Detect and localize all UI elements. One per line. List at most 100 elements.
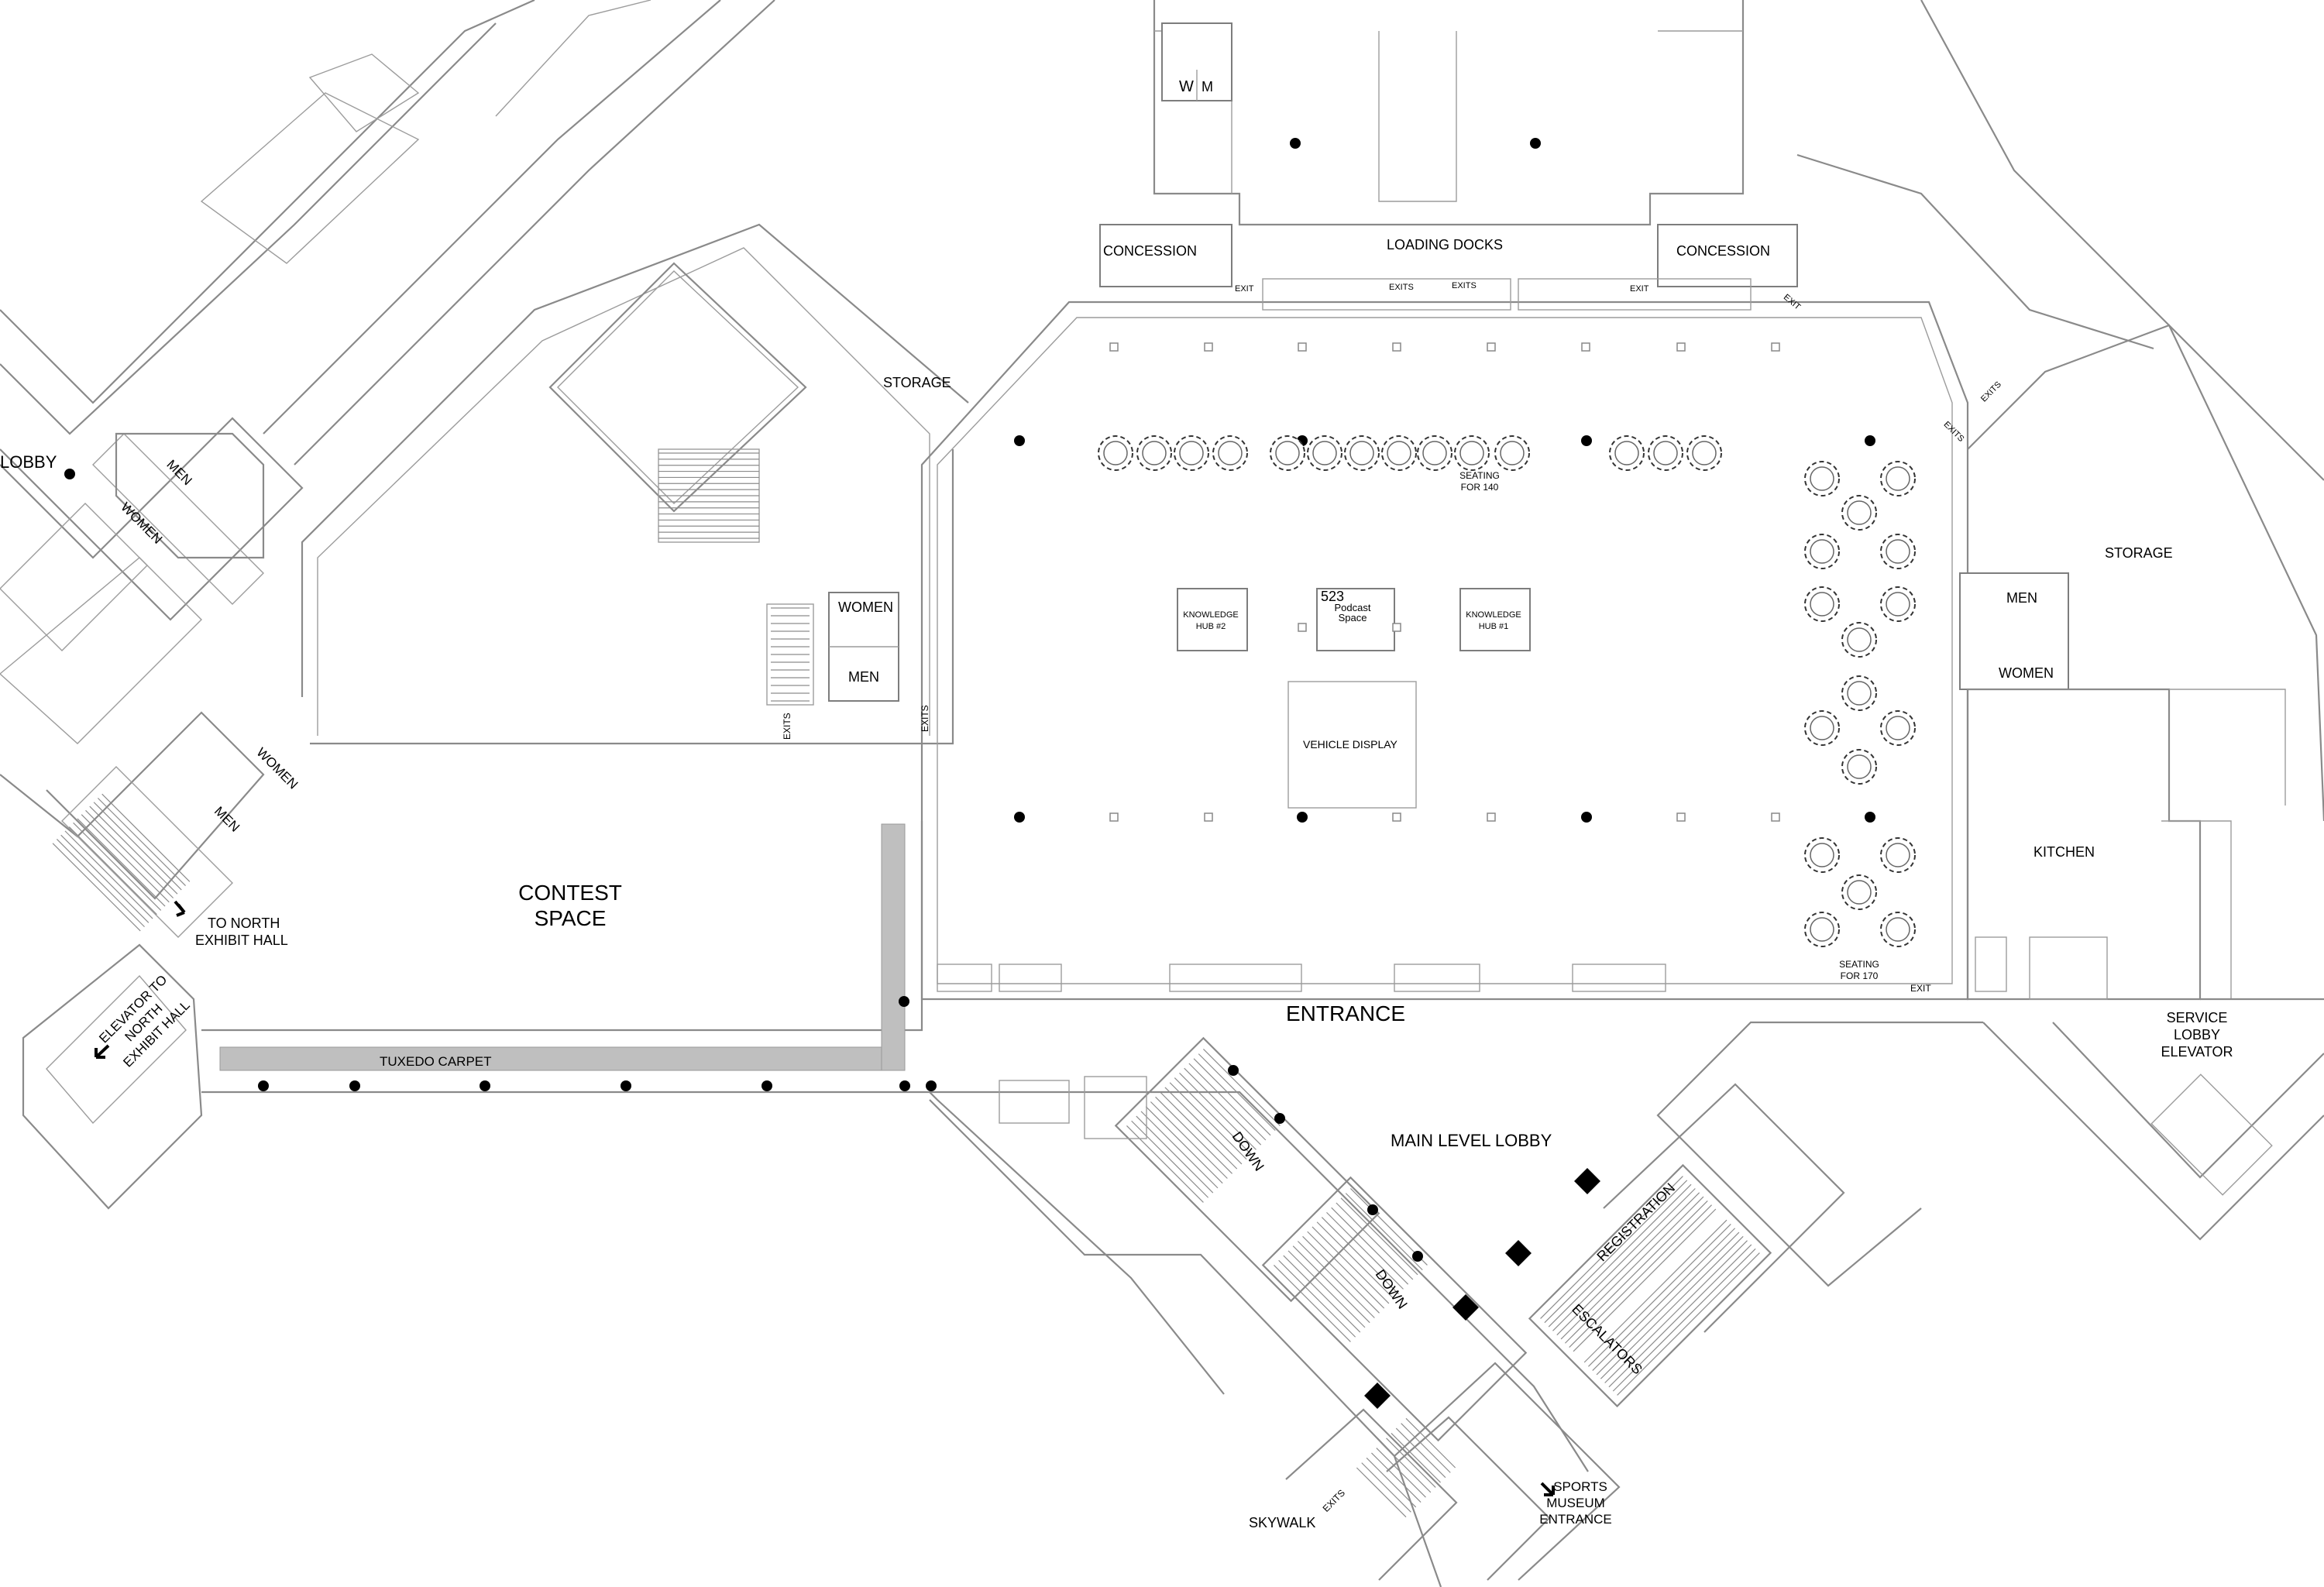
round-table-icon <box>1417 435 1452 471</box>
label-tuxedo-carpet: TUXEDO CARPET <box>380 1054 492 1069</box>
round-table-icon <box>1098 435 1133 471</box>
arrow-icon <box>174 900 186 917</box>
label-exits-right2: EXITS <box>1942 420 1966 444</box>
label-women-nw: WOMEN <box>118 500 165 547</box>
direction-arrows <box>95 900 1555 1496</box>
column-square-icon <box>1487 342 1496 352</box>
registration-kiosk-icon <box>1505 1240 1532 1266</box>
tuxedo-carpet-strip <box>219 823 906 1071</box>
column-dot-icon <box>1530 138 1541 149</box>
column-square-icon <box>1392 342 1401 352</box>
label-exits-skywalk: EXITS <box>1321 1487 1347 1513</box>
label-men-right: MEN <box>2006 590 2037 606</box>
round-table-icon <box>1174 435 1209 471</box>
label-restroom-w: W <box>1179 78 1194 95</box>
label-main-level-lobby: MAIN LEVEL LOBBY <box>1391 1131 1552 1150</box>
label-exits-left2: EXITS <box>920 705 930 732</box>
column-dot-icon <box>1290 138 1301 149</box>
label-women-center: WOMEN <box>838 599 893 615</box>
round-table-icon <box>1804 534 1840 569</box>
label-men-nw: MEN <box>163 457 194 488</box>
column-dot-icon <box>1865 435 1875 446</box>
column-square-icon <box>1676 812 1686 822</box>
round-table-icon <box>1804 586 1840 622</box>
column-dot-icon <box>1581 435 1592 446</box>
stair-down-1 <box>1114 1036 1380 1303</box>
round-table-icon <box>1648 435 1683 471</box>
label-concession-right: CONCESSION <box>1676 243 1770 259</box>
registration-kiosk-icon <box>1364 1383 1391 1409</box>
small-rooms <box>766 22 1666 1139</box>
column-square-icon <box>1298 342 1307 352</box>
round-table-icon <box>1880 710 1916 746</box>
round-table-icon <box>1841 749 1877 785</box>
label-vehicle-display: VEHICLE DISPLAY <box>1303 738 1398 751</box>
column-dot-icon <box>349 1080 360 1091</box>
column-dot-icon <box>480 1080 490 1091</box>
label-down-2: DOWN <box>1373 1266 1411 1311</box>
column-dot-icon <box>258 1080 269 1091</box>
round-table-icon <box>1880 912 1916 947</box>
label-loading-docks: LOADING DOCKS <box>1387 237 1503 252</box>
column-square-icon <box>1771 812 1780 822</box>
column-dot-icon <box>1014 435 1025 446</box>
registration-kiosks <box>1364 1168 1600 1409</box>
column-dot-icon <box>1297 812 1308 823</box>
round-table-icon <box>1841 495 1877 531</box>
label-exits-top2: EXITS <box>1389 283 1414 292</box>
round-table-icon <box>1804 461 1840 496</box>
registration-kiosk-icon <box>1452 1294 1479 1321</box>
column-dot-icon <box>899 996 909 1007</box>
round-table-icon <box>1686 435 1722 471</box>
column-square-icon <box>1771 342 1780 352</box>
label-exits-top3: EXITS <box>1452 281 1477 290</box>
column-dot-icon <box>621 1080 631 1091</box>
round-table-icon <box>1880 461 1916 496</box>
label-men-w: MEN <box>211 804 242 835</box>
registration-kiosk-icon <box>1574 1168 1600 1194</box>
column-dot-icon <box>1274 1113 1285 1124</box>
label-exit-top5: EXIT <box>1782 293 1803 312</box>
column-square-icon <box>1676 342 1686 352</box>
round-table-icon <box>1841 622 1877 658</box>
label-exits-left1: EXITS <box>782 713 792 740</box>
round-table-icon <box>1880 534 1916 569</box>
column-square-icon <box>1487 812 1496 822</box>
column-dot-icon <box>1014 812 1025 823</box>
round-table-icon <box>1136 435 1172 471</box>
label-exit-bottom: EXIT <box>1910 983 1931 994</box>
column-dot-icon <box>1228 1065 1239 1076</box>
label-men-center: MEN <box>848 669 879 685</box>
label-kitchen: KITCHEN <box>2033 844 2095 860</box>
label-restroom-m: M <box>1202 79 1213 94</box>
stair-hatching <box>52 452 1760 1518</box>
label-podcast-number: 523 <box>1321 589 1344 604</box>
column-square-icon <box>1298 623 1307 632</box>
round-table-icon <box>1494 435 1530 471</box>
column-square-icon <box>1109 342 1119 352</box>
round-table-icon <box>1804 710 1840 746</box>
label-exits-right: EXITS <box>1979 380 2003 404</box>
label-lobby: LOBBY <box>0 452 57 472</box>
round-table-icon <box>1804 837 1840 873</box>
column-square-icon <box>1109 812 1119 822</box>
round-table-icon <box>1841 675 1877 711</box>
label-exit-top1: EXIT <box>1235 284 1254 294</box>
round-tables <box>1098 435 1916 947</box>
round-table-icon <box>1307 435 1342 471</box>
round-table-icon <box>1270 435 1305 471</box>
round-table-icon <box>1454 435 1490 471</box>
escalators-block <box>1528 1163 1772 1408</box>
column-square-icon <box>1581 342 1590 352</box>
